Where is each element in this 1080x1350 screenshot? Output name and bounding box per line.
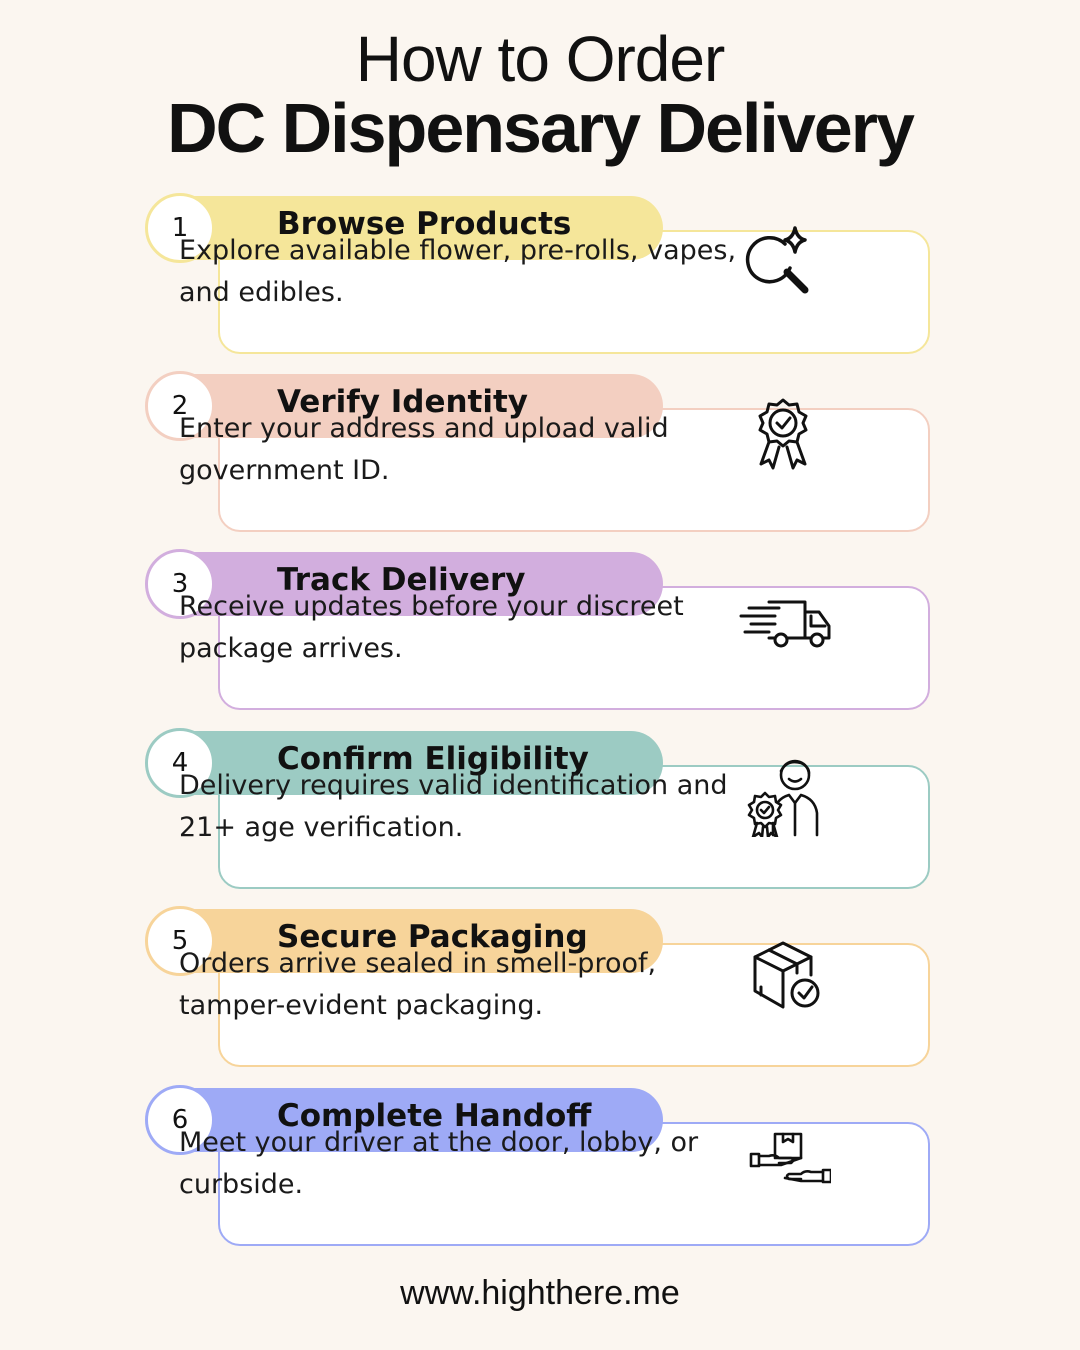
step-5: Secure Packaging 5 Orders arrive sealed … [145,906,935,1074]
step-description: Receive updates before your discreet pac… [179,591,684,664]
step-description: Orders arrive sealed in smell-proof, tam… [179,948,657,1021]
package-handoff-icon [735,1108,833,1194]
step-2: Verify Identity 2 Enter your address and… [145,371,935,539]
step-number: 5 [145,906,215,976]
step-1: Browse Products 1 Explore available flow… [145,193,935,361]
step-4: Confirm Eligibility 4 Delivery requires … [145,728,935,896]
delivery-truck-icon [735,572,831,658]
step-description: Explore available flower, pre-rolls, vap… [179,235,737,308]
step-title: Complete Handoff [277,1098,592,1134]
step-title: Browse Products [277,206,572,242]
step-number: 3 [145,549,215,619]
step-title-bar: Confirm Eligibility [175,731,663,795]
verified-badge-icon [735,394,831,480]
step-number: 6 [145,1085,215,1155]
step-title: Confirm Eligibility [277,741,589,777]
step-title: Secure Packaging [277,919,588,955]
step-number: 1 [145,193,215,263]
step-description: Enter your address and upload valid gove… [179,413,669,486]
title-line-2: DC Dispensary Delivery [167,89,915,167]
step-title-bar: Browse Products [175,196,663,260]
step-description: Delivery requires valid identification a… [179,770,728,843]
step-title: Verify Identity [277,384,529,420]
step-title-bar: Track Delivery [175,552,663,616]
step-number: 4 [145,728,215,798]
step-title-bar: Verify Identity [175,374,663,438]
checked-box-icon [735,929,831,1015]
step-description: Meet your driver at the door, lobby, or … [179,1127,699,1200]
step-3: Track Delivery 3 Receive updates before … [145,549,935,717]
website-url[interactable]: www.highthere.me [400,1274,680,1312]
step-title-bar: Complete Handoff [175,1088,663,1152]
verified-person-icon [735,751,831,839]
step-number: 2 [145,371,215,441]
title-line-1: How to Order [355,23,726,95]
search-sparkle-icon [735,216,831,302]
step-6: Complete Handoff 6 Meet your driver at t… [145,1085,935,1253]
step-title: Track Delivery [277,562,526,598]
step-title-bar: Secure Packaging [175,909,663,973]
